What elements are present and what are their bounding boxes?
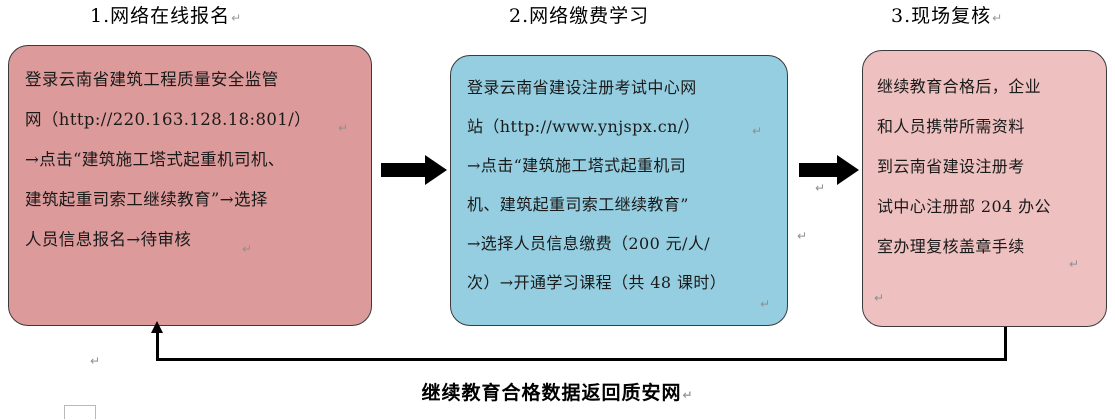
stage-1-body: 登录云南省建筑工程质量安全监管 网（http://220.163.128.18:…: [9, 46, 371, 260]
stage-1-title-pilcrow-icon: ↵: [231, 11, 243, 25]
stage-2-box: 登录云南省建设注册考试中心网 站（http://www.ynjspx.cn/） …: [450, 55, 788, 326]
pilcrow-icon-box2-url: ↵: [752, 124, 763, 138]
stage-2-line-5: →选择人员信息缴费（200 元/人/: [467, 234, 711, 253]
stage-3-title-text: 3.现场复核: [891, 5, 992, 27]
arrow-stage2-to-stage3-icon: [799, 155, 859, 185]
stage-3-line-5: 室办理复核盖章手续: [877, 237, 1025, 256]
bottom-caption: 继续教育合格数据返回质安网↵: [0, 378, 1115, 405]
stage-1-line-4: 建筑起重司索工继续教育”→选择: [25, 190, 268, 209]
pilcrow-icon-gap-b: ↵: [797, 229, 808, 243]
stage-2-line-6: 次）→开通学习课程（共 48 课时）: [467, 273, 727, 292]
stage-2-title: 2.网络缴费学习: [509, 7, 649, 26]
pilcrow-icon-box1-end: ↵: [242, 242, 253, 256]
pilcrow-icon-box3-blank: ↵: [874, 291, 885, 305]
stage-3-box: 继续教育合格后，企业 和人员携带所需资料 到云南省建设注册考 试中心注册部 20…: [862, 50, 1107, 327]
feedback-arrow-head-icon: [151, 321, 163, 333]
pilcrow-icon-gap-a: ↵: [815, 181, 826, 195]
arrow-shaft: [381, 163, 427, 177]
bottom-caption-text: 继续教育合格数据返回质安网: [421, 382, 682, 404]
stage-3-line-3: 到云南省建设注册考: [877, 157, 1025, 176]
stage-3-line-1: 继续教育合格后，企业: [877, 77, 1042, 96]
bottom-caption-pilcrow-icon: ↵: [682, 388, 694, 402]
stage-2-line-1: 登录云南省建设注册考试中心网: [467, 78, 697, 97]
arrow-stage1-to-stage2-icon: [381, 155, 447, 185]
stage-1-title: 1.网络在线报名↵: [90, 7, 242, 26]
feedback-line-vertical-left: [156, 331, 159, 361]
stage-1-line-3: →点击“建筑施工塔式起重机司机、: [25, 150, 285, 169]
pilcrow-icon-page: ↵: [90, 354, 101, 368]
stage-1-box: 登录云南省建筑工程质量安全监管 网（http://220.163.128.18:…: [8, 45, 372, 326]
pilcrow-icon-box1-url: ↵: [338, 121, 349, 135]
stage-3-body: 继续教育合格后，企业 和人员携带所需资料 到云南省建设注册考 试中心注册部 20…: [863, 51, 1106, 267]
stage-2-line-4: 机、建筑起重司索工继续教育”: [467, 195, 689, 214]
stage-2-line-2: 站（http://www.ynjspx.cn/）: [467, 117, 700, 136]
arrow-head: [425, 155, 447, 185]
page-margin-mark: [64, 405, 96, 419]
feedback-line-vertical-right: [1004, 327, 1007, 361]
stage-1-line-1: 登录云南省建筑工程质量安全监管: [25, 70, 279, 89]
stage-3-title: 3.现场复核↵: [891, 7, 1003, 26]
pilcrow-icon-box2-end: ↵: [760, 297, 771, 311]
stage-3-line-2: 和人员携带所需资料: [877, 117, 1025, 136]
stage-2-line-3: →点击“建筑施工塔式起重机司: [467, 156, 687, 175]
arrow-head: [837, 155, 859, 185]
stage-3-line-4: 试中心注册部 204 办公: [877, 197, 1051, 216]
pilcrow-icon-box3-end: ↵: [1069, 257, 1080, 271]
stage-2-body: 登录云南省建设注册考试中心网 站（http://www.ynjspx.cn/） …: [451, 56, 787, 302]
stage-1-line-5: 人员信息报名→待审核: [25, 230, 192, 249]
feedback-line-horizontal: [156, 358, 1007, 361]
stage-2-title-text: 2.网络缴费学习: [509, 5, 650, 27]
stage-3-title-pilcrow-icon: ↵: [992, 11, 1004, 25]
arrow-shaft: [799, 163, 839, 177]
stage-1-title-text: 1.网络在线报名: [90, 5, 231, 27]
stage-1-line-2: 网（http://220.163.128.18:801/）: [25, 110, 312, 129]
